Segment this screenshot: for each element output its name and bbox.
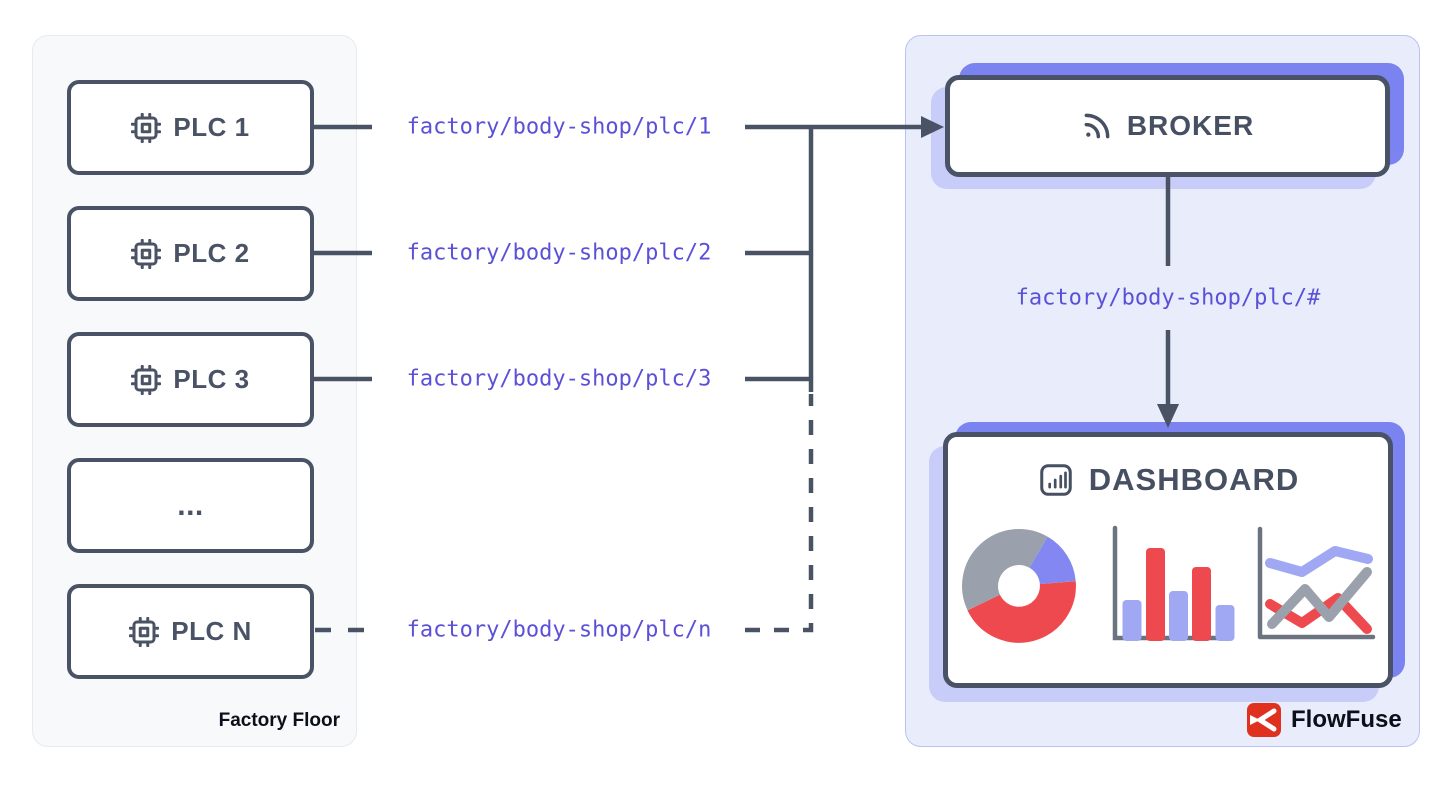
connector-plcn-dashed: [745, 394, 814, 633]
cpu-icon: [129, 616, 160, 647]
dashboard-label: DASHBOARD: [1088, 462, 1300, 497]
topic-label-plcn: factory/body-shop/plc/n: [406, 617, 712, 643]
dashboard-header: DASHBOARD: [948, 461, 1388, 499]
plc-2-label: PLC 2: [173, 238, 250, 268]
topic-label-plc3: factory/body-shop/plc/3: [406, 366, 712, 392]
plc-ellipsis-label: ...: [177, 488, 204, 522]
topic-label-plc1: factory/body-shop/plc/1: [406, 114, 712, 140]
plc-n-node: PLC N: [67, 584, 314, 679]
factory-floor-caption: Factory Floor: [218, 710, 340, 731]
plc-2-node: PLC 2: [67, 206, 314, 301]
flowfuse-logo: [1247, 703, 1281, 737]
bar-chart-icon: [1037, 461, 1075, 499]
plc-3-label: PLC 3: [173, 364, 250, 394]
topic-label-subscription: factory/body-shop/plc/#: [1015, 285, 1321, 311]
plc-1-label: PLC 1: [173, 112, 250, 142]
factory-floor-panel: PLC 1 PLC 2 PLC 3 ... PLC N Factory Floo…: [32, 35, 357, 747]
brand-name: FlowFuse: [1291, 706, 1402, 733]
cpu-icon: [131, 364, 162, 395]
cpu-icon: [131, 112, 162, 143]
plc-n-label: PLC N: [171, 616, 252, 646]
line-chart: [1257, 526, 1376, 640]
topic-label-plc2: factory/body-shop/plc/2: [406, 240, 712, 266]
broker-label: BROKER: [1126, 110, 1255, 141]
brand: FlowFuse: [1247, 703, 1402, 737]
donut-chart: [962, 529, 1076, 643]
dashboard-mini-charts: [962, 525, 1376, 643]
rss-icon: [1081, 110, 1113, 142]
plc-3-node: PLC 3: [67, 332, 314, 427]
plc-1-node: PLC 1: [67, 80, 314, 175]
cpu-icon: [131, 238, 162, 269]
broker-node: BROKER: [945, 75, 1390, 177]
dashboard-node: DASHBOARD: [943, 432, 1393, 688]
bar-chart: [1112, 525, 1235, 641]
plc-ellipsis-node: ...: [67, 458, 314, 553]
